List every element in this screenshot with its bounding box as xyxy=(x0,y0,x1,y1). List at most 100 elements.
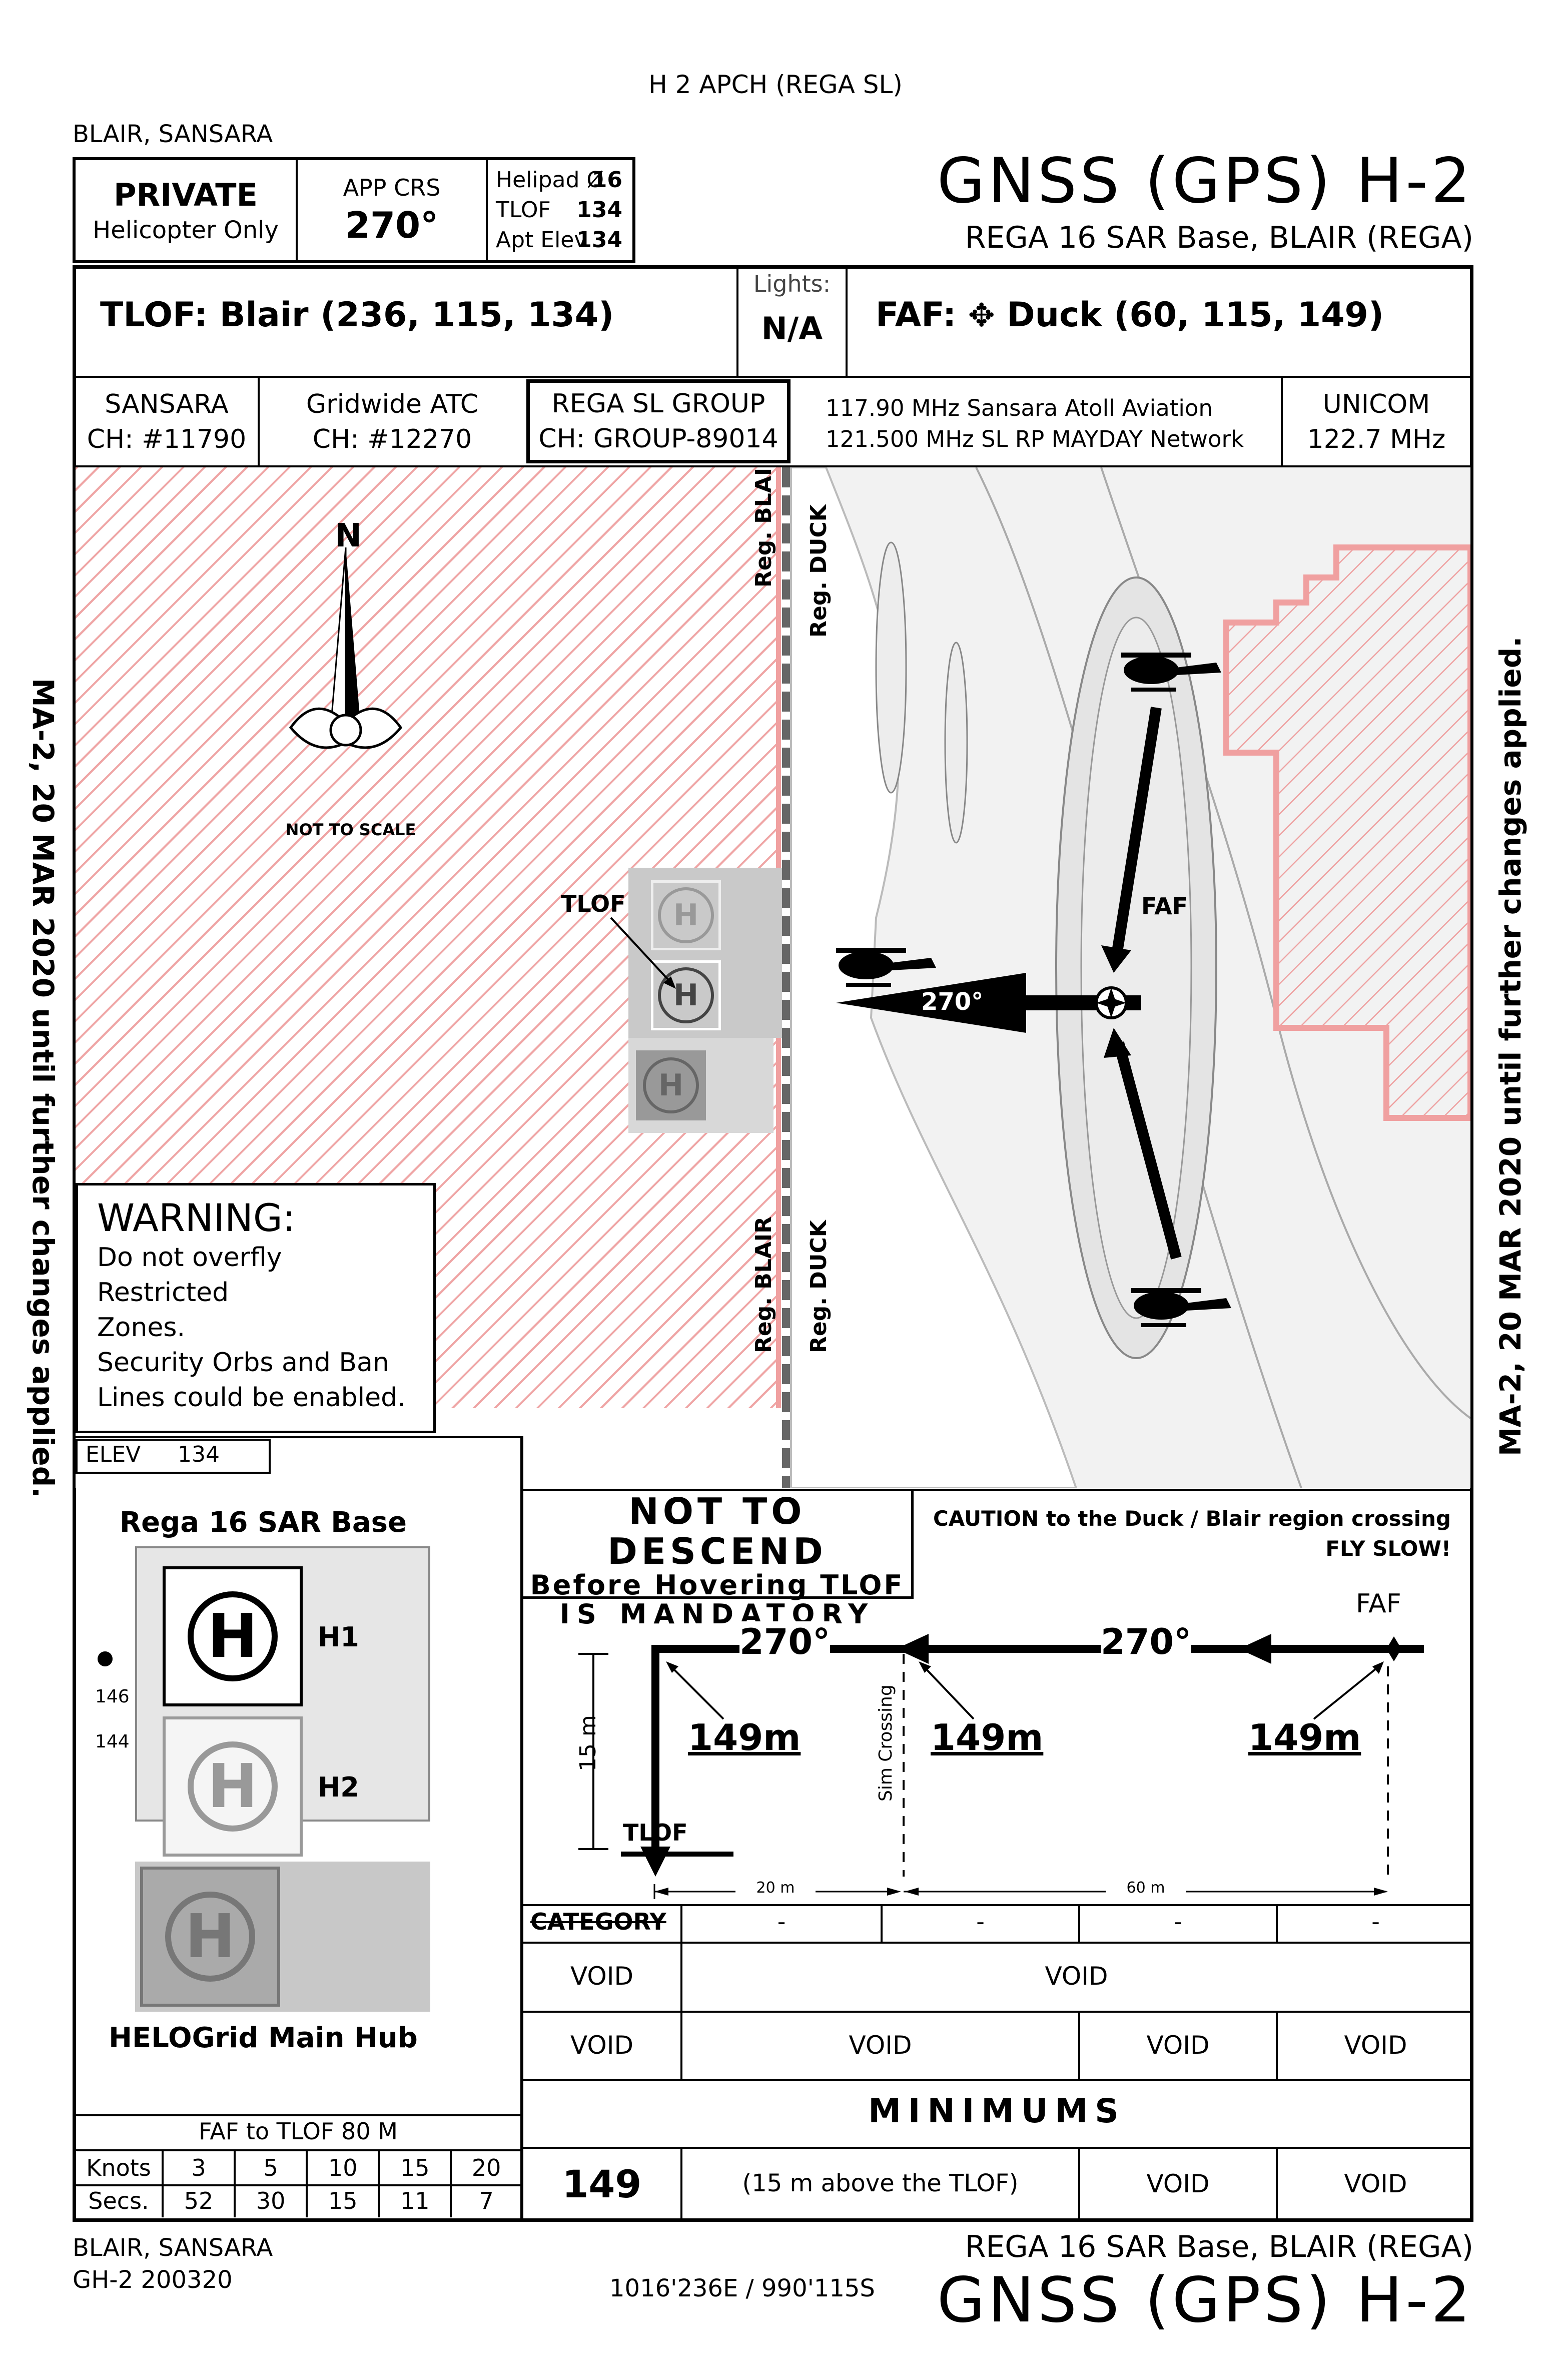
speed-table-title: FAF to TLOF 80 M xyxy=(199,2118,398,2145)
secs-cell: 30 xyxy=(235,2184,308,2217)
distance-1: 20 m xyxy=(735,1879,816,1897)
freq-2: 121.500 MHz SL RP MAYDAY Network xyxy=(826,426,1244,452)
helipad-hub-map: H xyxy=(636,1050,706,1120)
group-channel: CH: GROUP-89014 xyxy=(538,424,779,454)
profile-faf-label: FAF xyxy=(1356,1589,1401,1619)
apt-elev-label: Apt Elev xyxy=(496,227,587,253)
sim-crossing-label: Sim Crossing xyxy=(876,1684,896,1802)
approach-path-svg xyxy=(610,653,1231,1327)
map-heading-label: 270° xyxy=(921,988,984,1016)
warning-title: WARNING: xyxy=(97,1196,296,1240)
region-boundary-line xyxy=(782,467,790,1488)
sansara-name: SANSARA xyxy=(105,389,229,419)
minimums-title: MINIMUMS xyxy=(868,2092,1126,2130)
north-label: N xyxy=(335,517,362,554)
helipad-h1: H xyxy=(163,1566,303,1706)
comm-sansara: SANSARA CH: #11790 xyxy=(76,378,258,465)
footer-code: GH-2 200320 xyxy=(73,2266,233,2294)
minima-row1-value: VOID xyxy=(1045,1962,1108,1991)
helipad-icon: H xyxy=(658,887,714,943)
caution-line-1: CAUTION to the Duck / Blair region cross… xyxy=(933,1506,1451,1531)
minima-row2-value-3: VOID xyxy=(1344,2031,1407,2060)
warning-line: Security Orbs and Ban xyxy=(97,1348,389,1378)
footer-title: GNSS (GPS) H-2 xyxy=(937,2264,1473,2336)
location-top: BLAIR, SANSARA xyxy=(73,120,273,148)
waypoint-icon: ✥ xyxy=(968,297,995,334)
hub-name: HELOGrid Main Hub xyxy=(109,2022,418,2054)
helipad-labels: Helipad Ø TLOF Apt Elev xyxy=(496,165,604,255)
profile-heading-1: 270° xyxy=(739,1621,831,1662)
profile-alt-2: 149m xyxy=(931,1716,1044,1758)
helipad-label: Helipad Ø xyxy=(496,167,604,193)
helipad-value: 16 xyxy=(591,167,622,193)
validity-note-right: MA-2, 20 MAR 2020 until further changes … xyxy=(1493,636,1527,1456)
comm-group: REGA SL GROUP CH: GROUP-89014 xyxy=(526,379,791,463)
helipad-icon: H xyxy=(643,1057,699,1113)
private-cell: PRIVATE Helicopter Only xyxy=(76,160,296,260)
map-terrain-svg xyxy=(790,467,1470,1488)
helipad-icon: H xyxy=(658,967,714,1023)
comm-gridwide: Gridwide ATC CH: #12270 xyxy=(260,378,525,465)
private-label: PRIVATE xyxy=(114,176,258,213)
speed-table: Knots 3 5 10 15 20 Secs. 52 30 15 11 7 xyxy=(76,2151,521,2217)
footer-left: BLAIR, SANSARA GH-2 200320 xyxy=(73,2232,273,2296)
warning-box: WARNING: Do not overfly Restricted Zones… xyxy=(76,1183,436,1433)
helipad-values: 16 134 134 xyxy=(576,165,622,255)
restricted-zone-duck-svg xyxy=(1223,544,1470,1121)
gridwide-name: Gridwide ATC xyxy=(306,389,479,419)
tlof-label: TLOF xyxy=(496,197,551,223)
knots-cell: 10 xyxy=(307,2151,380,2184)
helipad-hub: H xyxy=(140,1867,280,2007)
map-faf-label: FAF xyxy=(1141,893,1188,920)
h1-label: H1 xyxy=(318,1621,359,1653)
descend-line-1: NOT TO DESCEND xyxy=(607,1490,827,1572)
knots-cell: 15 xyxy=(379,2151,452,2184)
category-b: - xyxy=(976,1908,985,1935)
gridwide-channel: CH: #12270 xyxy=(312,424,472,454)
apt-elev-value: 134 xyxy=(576,227,622,253)
minima-mda: 149 xyxy=(562,2162,642,2206)
tlof-value: 134 xyxy=(576,197,622,223)
group-name: REGA SL GROUP xyxy=(551,389,765,419)
footer-coords: 1016'236E / 990'115S xyxy=(609,2274,875,2302)
profile-alt-1: 149m xyxy=(688,1716,801,1758)
main-frame xyxy=(73,265,1473,2222)
faf-info: FAF: ✥ Duck (60, 115, 149) xyxy=(876,295,1384,335)
procedure-subtitle: REGA 16 SAR Base, BLAIR (REGA) xyxy=(965,220,1473,255)
secs-cell: 52 xyxy=(163,2184,236,2217)
profile-heading-2: 270° xyxy=(1101,1621,1192,1662)
chart-caption: H 2 APCH (REGA SL) xyxy=(648,70,903,99)
frequencies: 117.90 MHz Sansara Atoll Aviation 121.50… xyxy=(826,393,1244,455)
secs-cell: 11 xyxy=(379,2184,452,2217)
warning-line: Zones. xyxy=(97,1313,186,1343)
profile-alt-3: 149m xyxy=(1248,1716,1361,1758)
minima-row2-value-1: VOID xyxy=(849,2031,912,2060)
app-crs-value: 270° xyxy=(345,204,439,246)
sansara-channel: CH: #11790 xyxy=(87,424,247,454)
north-arrow-icon xyxy=(289,547,403,749)
header-info-box: PRIVATE Helicopter Only APP CRS 270° Hel… xyxy=(73,157,635,263)
validity-note-left: MA-2, 20 MAR 2020 until further changes … xyxy=(26,678,60,1498)
minima-row1-label: VOID xyxy=(570,1962,633,1991)
secs-cell: 7 xyxy=(479,2187,494,2214)
elev-box: ELEV 134 xyxy=(76,1439,271,1474)
descend-box: NOT TO DESCEND Before Hovering TLOF IS M… xyxy=(523,1490,914,1629)
helipad-h1-map: H xyxy=(651,880,721,950)
app-crs-label: APP CRS xyxy=(343,174,441,201)
helipad-h2: H xyxy=(163,1716,303,1857)
faf-text: Duck (60, 115, 149) xyxy=(1007,295,1384,335)
obstacle-2: 144 xyxy=(95,1731,130,1752)
obstacle-1: 146 xyxy=(95,1686,130,1707)
helipad-icon: H xyxy=(188,1591,278,1681)
elev-label: ELEV xyxy=(86,1442,141,1467)
knots-label: Knots xyxy=(76,2151,164,2184)
helipad-h2-map: H xyxy=(651,960,721,1030)
not-to-scale: NOT TO SCALE xyxy=(285,820,416,839)
minima-row2-value-2: VOID xyxy=(1146,2031,1210,2060)
helipad-icon: H xyxy=(188,1741,278,1832)
descend-line-2: Before Hovering TLOF xyxy=(530,1569,905,1601)
knots-cell: 20 xyxy=(471,2154,501,2181)
h2-label: H2 xyxy=(318,1771,359,1803)
secs-label: Secs. xyxy=(76,2184,164,2217)
windsock-icon xyxy=(98,1651,113,1666)
